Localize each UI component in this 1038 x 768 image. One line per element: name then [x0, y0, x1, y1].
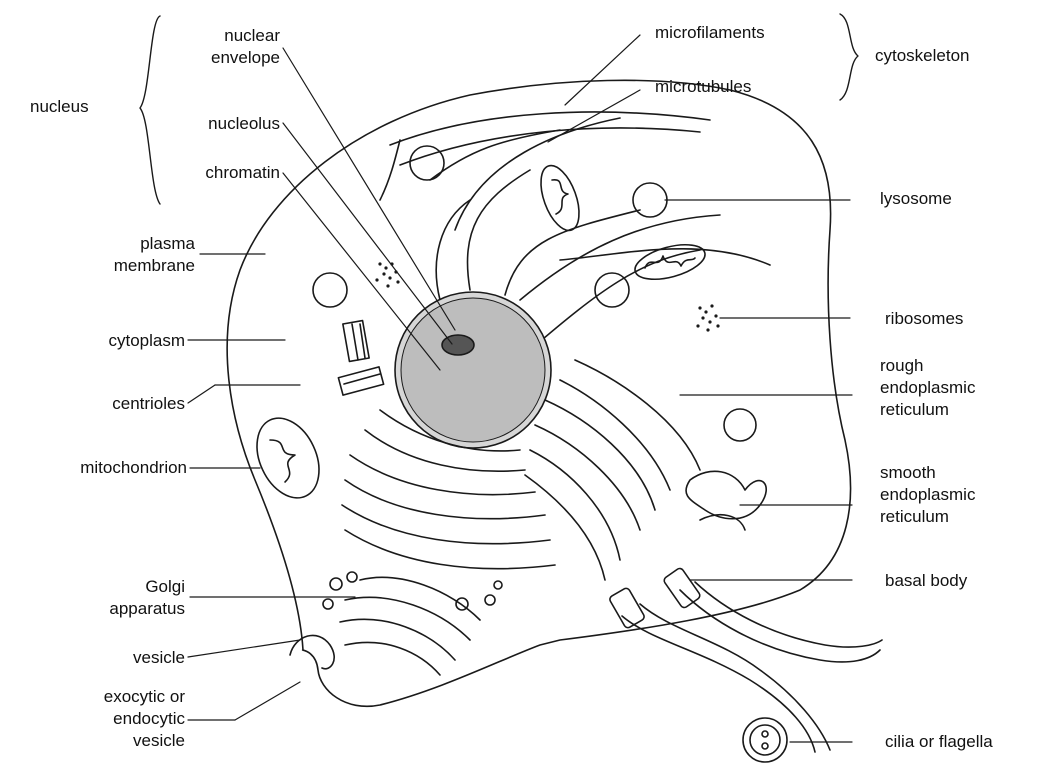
lysosome: [313, 273, 347, 307]
rough-er: [535, 425, 640, 530]
label-cytoplasm: cytoplasm: [60, 330, 185, 352]
label-chromatin: chromatin: [160, 162, 280, 184]
microfilament-line: [400, 128, 700, 165]
label-smooth-er: smooth endoplasmic reticulum: [880, 462, 975, 528]
vesicle: [347, 572, 357, 582]
centriole: [343, 321, 369, 362]
label-rough-er: rough endoplasmic reticulum: [880, 355, 975, 421]
label-golgi-apparatus: Golgi apparatus: [60, 576, 185, 620]
rough-er: [350, 455, 535, 495]
vesicle: [485, 595, 495, 605]
centriole: [338, 367, 383, 395]
lysosome: [410, 146, 444, 180]
rough-er: [530, 450, 620, 560]
nucleus-inner: [401, 298, 545, 442]
lysosome: [633, 183, 667, 217]
flagellum: [640, 604, 830, 750]
rough-er: [342, 505, 550, 544]
ribosome-cluster: [696, 304, 719, 331]
label-nucleolus: nucleolus: [170, 113, 280, 135]
smooth-er: [686, 471, 766, 518]
label-exocytic-endocytic-vesicle: exocytic or endocytic vesicle: [40, 686, 185, 752]
label-cilia-flagella: cilia or flagella: [885, 731, 993, 753]
golgi-cisterna: [340, 619, 455, 660]
label-plasma-membrane: plasma membrane: [80, 233, 195, 277]
label-nuclear-envelope: nuclear envelope: [170, 25, 280, 69]
label-mitochondrion: mitochondrion: [5, 457, 187, 479]
rough-er: [545, 400, 655, 510]
vesicle: [330, 578, 342, 590]
cilium-cross-section: [743, 718, 787, 762]
label-centrioles: centrioles: [60, 393, 185, 415]
filament-line: [530, 250, 700, 350]
flagellum: [695, 582, 882, 647]
label-vesicle: vesicle: [60, 647, 185, 669]
rough-er: [345, 480, 545, 519]
label-microfilaments: microfilaments: [655, 22, 765, 44]
ribosome-cluster: [375, 262, 399, 287]
label-cytoskeleton: cytoskeleton: [875, 45, 970, 67]
rough-er: [525, 475, 605, 580]
label-nucleus: nucleus: [30, 96, 89, 118]
filament-line: [468, 170, 531, 290]
label-ribosomes: ribosomes: [885, 308, 963, 330]
vesicle: [494, 581, 502, 589]
filament-line: [436, 200, 470, 300]
vesicle: [323, 599, 333, 609]
label-microtubules: microtubules: [655, 76, 751, 98]
label-basal-body: basal body: [885, 570, 967, 592]
lysosome: [595, 273, 629, 307]
rough-er: [575, 360, 700, 470]
filament-line: [380, 140, 400, 200]
mitochondrion: [533, 161, 586, 236]
golgi-cisterna: [345, 642, 440, 675]
filament-line: [520, 215, 720, 300]
flagellum: [680, 590, 880, 662]
label-lysosome: lysosome: [880, 188, 952, 210]
mitochondrion: [245, 408, 331, 508]
rough-er: [345, 530, 555, 569]
lysosome: [724, 409, 756, 441]
rough-er: [560, 380, 670, 490]
mitochondrion: [631, 238, 708, 286]
